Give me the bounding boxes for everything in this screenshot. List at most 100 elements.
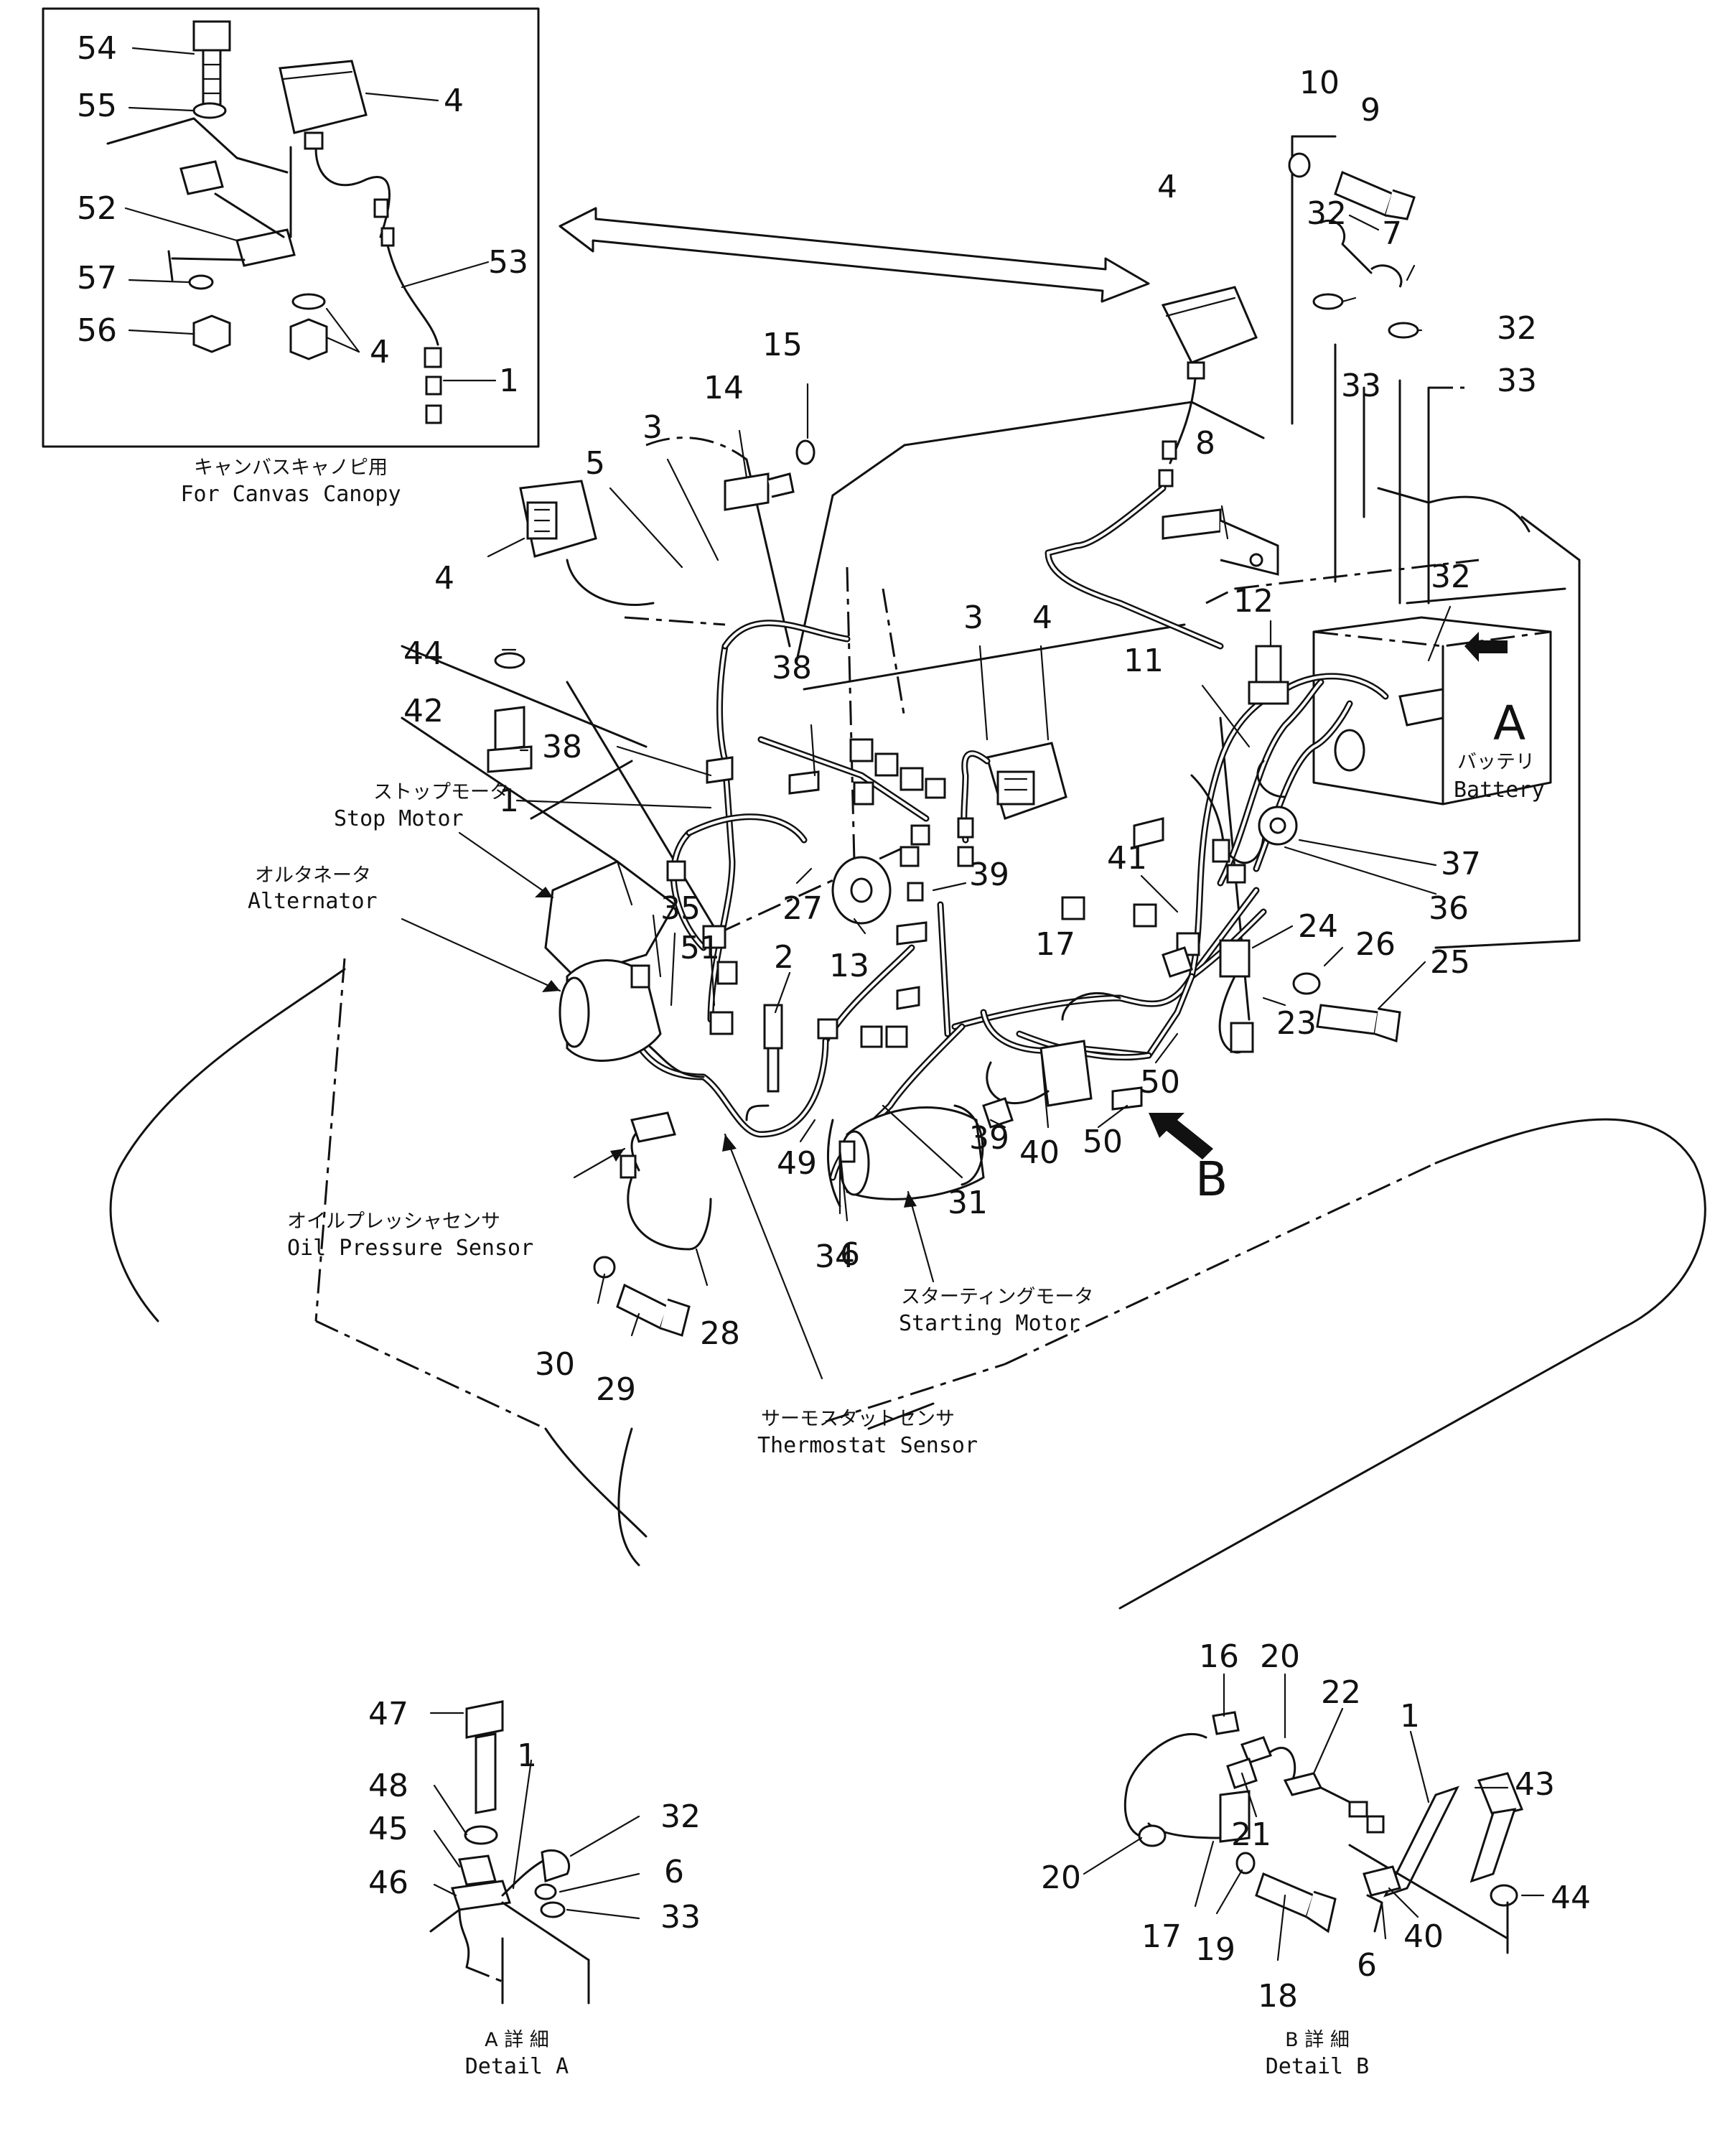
detail-a-view: [429, 1700, 640, 2005]
work-lamp-right-icon: [1158, 286, 1258, 487]
callout-number: 12: [1233, 583, 1274, 620]
callout-number: 4: [444, 83, 464, 119]
terminal-7-icon: [1312, 219, 1419, 339]
callout-number: 38: [772, 650, 812, 686]
bolt-42-icon: [487, 652, 533, 773]
lock-washer-57-icon: [188, 274, 214, 290]
circuit-breaker-12-icon: [1248, 645, 1289, 705]
callout-number: 11: [1123, 643, 1164, 679]
callout-number: 9: [1360, 92, 1380, 129]
callout-number: 49: [777, 1145, 817, 1182]
callout-number: 32: [1307, 195, 1347, 232]
callout-number: 4: [1157, 169, 1177, 205]
callout-number: 32: [1431, 559, 1471, 595]
connector-blocks: [702, 738, 1246, 1163]
callout-number: 24: [1298, 908, 1338, 945]
callout-number: 42: [403, 693, 444, 729]
callout-number: 44: [1551, 1880, 1591, 1916]
inset-caption-jp: キャンバスキャノピ用: [194, 457, 388, 479]
bolt-9-icon: [1288, 152, 1416, 220]
inset-canvas-canopy: [42, 7, 540, 448]
detail-b-caption-en: Detail B: [1266, 2054, 1370, 2079]
callout-number: 50: [1083, 1124, 1123, 1160]
callout-number: 1: [1400, 1698, 1420, 1735]
work-lamp-left-icon: [519, 480, 655, 606]
detail-a-caption-jp: A 詳 細: [485, 2029, 549, 2051]
callout-number: 39: [969, 857, 1009, 893]
callout-number: 48: [368, 1768, 408, 1804]
callout-number: 31: [948, 1185, 988, 1221]
detail-b-view: [1083, 1673, 1545, 1961]
callout-number: 5: [585, 445, 605, 482]
callout-number: 57: [77, 260, 117, 297]
bolt-25-icon: [1292, 972, 1401, 1043]
callout-number: 33: [1497, 363, 1537, 399]
callout-number: 50: [1140, 1064, 1180, 1101]
callout-number: 20: [1260, 1638, 1300, 1675]
alternator-label-en: Alternator: [248, 889, 378, 914]
thermostat-sensor-icon: [763, 1004, 783, 1093]
relay-23-icon: [1218, 939, 1254, 1054]
stop-motor-icon: [544, 860, 686, 978]
stop-motor-label-jp: ストップモータ: [373, 781, 509, 803]
callout-number: 2: [774, 939, 794, 976]
thermostat-label-en: Thermostat Sensor: [757, 1433, 978, 1458]
callout-number: 45: [368, 1811, 408, 1847]
relation-double-arrow: [559, 207, 1150, 303]
callout-number: 40: [1019, 1134, 1060, 1171]
callout-leaders: [487, 214, 1452, 1337]
bracket-52-icon: [235, 228, 296, 267]
callout-number: 29: [596, 1371, 636, 1408]
callout-number: 32: [1497, 310, 1537, 347]
callout-number: 33: [1341, 368, 1381, 404]
oil-sensor-label-en: Oil Pressure Sensor: [287, 1236, 533, 1261]
nut-56-icon: [192, 314, 231, 353]
callout-number: 21: [1231, 1816, 1271, 1853]
callout-number: 3: [963, 599, 983, 636]
callout-number: 6: [664, 1854, 684, 1890]
callout-number: 8: [1195, 425, 1215, 462]
callout-number: 3: [642, 409, 663, 446]
inset-caption-en: For Canvas Canopy: [180, 482, 401, 507]
thermostat-label-jp: サーモスタットセンサ: [761, 1408, 955, 1430]
callout-number: 22: [1321, 1674, 1361, 1711]
oil-pressure-sensor-icon: [620, 1111, 676, 1179]
main-wiring-harness: [628, 620, 1389, 1181]
feature-leaders: [401, 831, 935, 1380]
battery-relay-37-icon: [1258, 806, 1298, 846]
callout-numbers: 54 55 4 52 53 57 56 4 1 14 15 3 5 4 44 4…: [77, 30, 1591, 2015]
callout-number: 1: [499, 363, 519, 399]
callout-number: 19: [1195, 1931, 1235, 1968]
callout-number: 27: [782, 890, 823, 927]
callout-number: 47: [368, 1696, 408, 1732]
callout-number: 46: [368, 1865, 408, 1901]
stop-motor-label-en: Stop Motor: [334, 806, 464, 831]
bolt-54-icon: [192, 20, 231, 116]
detail-a-caption-en: Detail A: [465, 2054, 569, 2079]
harness-clamps: [706, 756, 1193, 1129]
callout-number: 53: [488, 244, 528, 281]
callout-number: 30: [535, 1346, 575, 1383]
callout-number: 43: [1515, 1766, 1555, 1803]
machine-body-outline: [109, 135, 1706, 1610]
callout-number: 6: [840, 1236, 860, 1273]
callout-number: 4: [1032, 599, 1052, 636]
callout-number: 10: [1299, 65, 1340, 101]
view-a-label: A: [1493, 696, 1525, 751]
callout-number: 32: [660, 1798, 701, 1835]
callout-number: 35: [660, 890, 701, 927]
callout-number: 6: [1357, 1947, 1377, 1984]
callout-number: 54: [77, 30, 117, 67]
callout-number: 39: [969, 1120, 1009, 1157]
callout-number: 16: [1199, 1638, 1239, 1675]
callout-number: 17: [1035, 926, 1075, 963]
bracket-8-icon: [1162, 508, 1279, 576]
callout-number: 41: [1107, 840, 1147, 877]
starting-motor-label-en: Starting Motor: [899, 1311, 1080, 1336]
callout-number: 26: [1355, 926, 1396, 963]
washer-55-icon: [192, 102, 227, 119]
callout-number: 18: [1258, 1978, 1298, 2015]
callout-number: 14: [704, 370, 744, 406]
callout-number: 20: [1041, 1859, 1081, 1896]
